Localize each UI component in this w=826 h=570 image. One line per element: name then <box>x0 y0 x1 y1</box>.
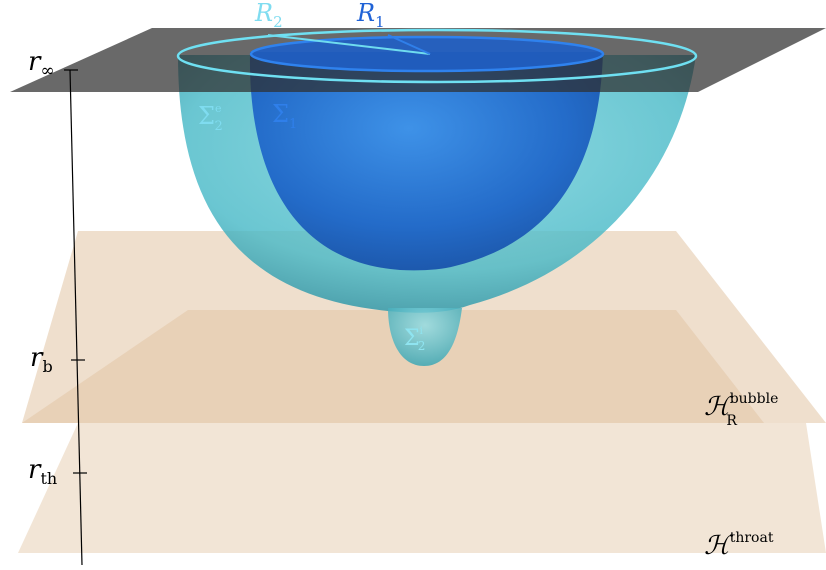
label-r-th: rth <box>28 455 57 488</box>
label-R2: R2 <box>254 0 283 31</box>
radius-line-r1 <box>387 34 431 55</box>
label-R1: R1 <box>356 0 385 31</box>
label-r-inf: r∞ <box>28 47 55 81</box>
radial-axis <box>69 69 83 566</box>
throat-horizon-plane <box>18 423 826 553</box>
radius-line-r2 <box>267 34 431 55</box>
inner-neck-sigma2i <box>388 308 462 366</box>
inner-surface-sigma1 <box>249 52 603 271</box>
label-h-throat: ℋthroat <box>704 530 774 561</box>
bubble-horizon-inner-shade <box>22 310 764 423</box>
label-sigma1: Σ1 <box>272 100 297 132</box>
outer-rim <box>176 28 698 84</box>
label-r-b: rb <box>30 343 53 376</box>
